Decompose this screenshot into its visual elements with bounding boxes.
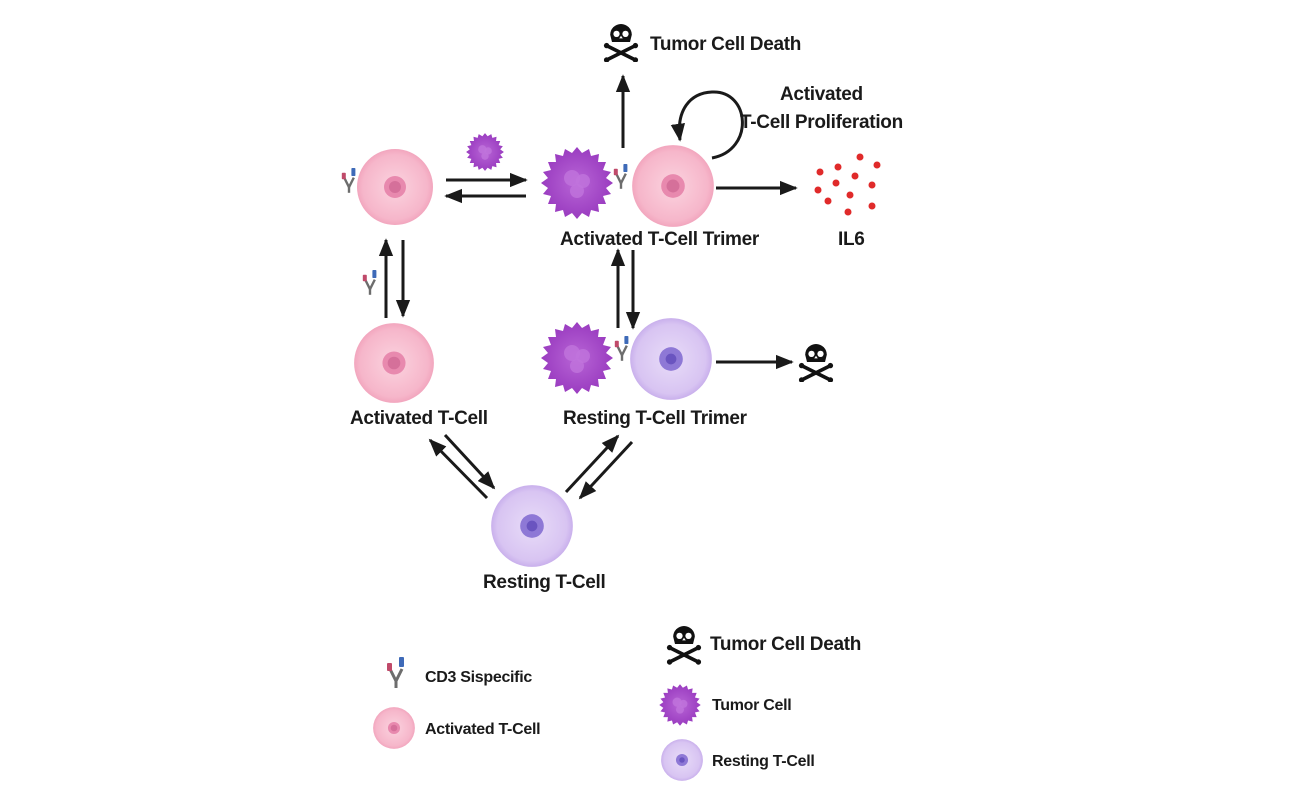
resting-tcell (630, 318, 712, 400)
activated-tcell (354, 323, 434, 403)
resting-trimer-label: Resting T-Cell Trimer (563, 408, 748, 429)
legend: CD3 Sispecific Activated T-Cell Tumor Ce… (373, 624, 861, 781)
resting-tcell-label: Resting T-Cell (483, 572, 605, 593)
arrow-activated-to-resting (443, 433, 496, 490)
il6-label: IL6 (838, 229, 865, 250)
legend-label: Resting T-Cell (712, 753, 814, 770)
cd3-bispecific-icon (341, 166, 357, 194)
il6-cytokine-dots (814, 153, 881, 216)
skull-crossbones-icon (666, 624, 702, 666)
arrow-trimer-to-resting (578, 440, 634, 500)
proliferation-loop-arrow (670, 90, 744, 160)
tumor-cell-icon (659, 684, 701, 726)
legend-item-activated-tcell: Activated T-Cell (373, 707, 541, 749)
legend-item-tumor-cell: Tumor Cell (659, 684, 792, 726)
activated-trimer-label: Activated T-Cell Trimer (560, 229, 760, 250)
tumor-cell-icon (466, 133, 504, 171)
arrow-resting-to-trimer (564, 434, 620, 494)
resting-tcell (491, 485, 573, 567)
cd3-bispecific-icon (613, 162, 629, 190)
skull-crossbones-icon (798, 342, 834, 382)
activated-tcell-icon (373, 707, 415, 749)
legend-label: Tumor Cell (712, 697, 791, 714)
proliferation-label-line1: Activated (780, 84, 863, 105)
cd3-bispecific-icon (386, 655, 406, 689)
legend-item-tumor-death: Tumor Cell Death (666, 624, 861, 666)
proliferation-label-line2: T-Cell Proliferation (740, 112, 903, 133)
cd3-bispecific-icon (362, 268, 378, 296)
resting-tcell-icon (661, 739, 703, 781)
tumor-cell (541, 322, 613, 394)
tumor-cell (541, 147, 613, 219)
cd3-bispecific-icon (614, 334, 630, 362)
legend-item-resting-tcell: Resting T-Cell (661, 739, 815, 781)
legend-label: Tumor Cell Death (710, 634, 861, 655)
legend-label: Activated T-Cell (425, 721, 540, 738)
arrow-resting-to-activated (428, 438, 489, 500)
legend-item-cd3: CD3 Sispecific (386, 655, 533, 689)
tumor-cell-death-label: Tumor Cell Death (650, 34, 801, 55)
activated-tcell-label: Activated T-Cell (350, 408, 488, 429)
activated-tcell (632, 145, 714, 227)
legend-label: CD3 Sispecific (425, 669, 532, 686)
skull-crossbones-icon (603, 22, 639, 62)
activated-tcell-bound (357, 149, 433, 225)
